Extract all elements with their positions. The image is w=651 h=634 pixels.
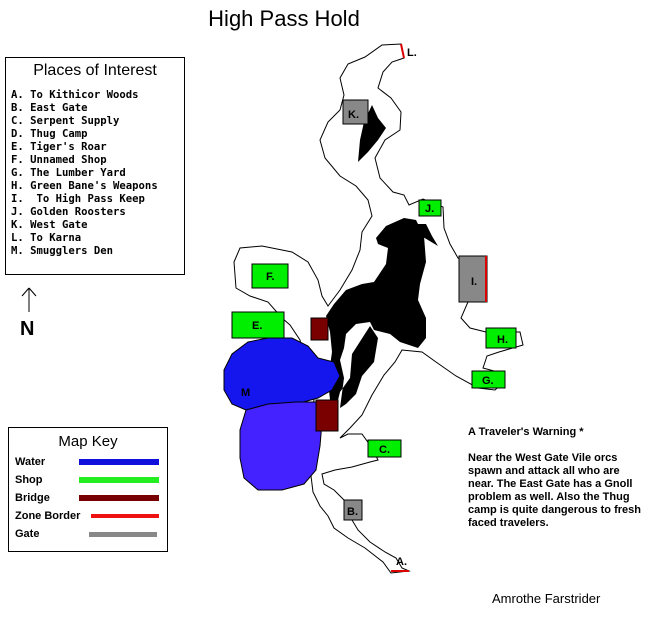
warning-title: A Traveler's Warning * xyxy=(468,426,584,438)
label-l: L. xyxy=(407,47,417,59)
shop-j[interactable] xyxy=(418,199,442,217)
rock-north xyxy=(358,105,386,162)
bridge-north xyxy=(310,317,329,341)
author-credit: Amrothe Farstrider xyxy=(492,591,601,606)
shop-c[interactable] xyxy=(367,439,402,458)
place-item: K. West Gate xyxy=(11,219,88,231)
label-c: C. xyxy=(379,444,390,456)
label-e: E. xyxy=(252,320,262,332)
label-j: J. xyxy=(425,203,434,215)
label-k: K. xyxy=(348,109,359,121)
places-heading: Places of Interest xyxy=(33,62,157,79)
place-item: J. Golden Roosters xyxy=(11,206,126,218)
place-item: D. Thug Camp xyxy=(11,128,88,140)
key-label-shop: Shop xyxy=(15,474,43,486)
shop-h[interactable] xyxy=(485,327,517,349)
place-item: B. East Gate xyxy=(11,102,88,114)
bridge-south xyxy=(315,399,339,432)
gate-k[interactable] xyxy=(342,99,369,125)
place-item: G. The Lumber Yard xyxy=(11,167,126,179)
key-swatch-shop xyxy=(79,477,159,483)
places-list: A. To Kithicor Woods B. East Gate C. Ser… xyxy=(11,89,184,258)
place-item: C. Serpent Supply xyxy=(11,115,120,127)
label-f: F. xyxy=(266,271,275,283)
shop-g[interactable] xyxy=(471,370,506,389)
label-g: G. xyxy=(482,375,494,387)
key-label-gate: Gate xyxy=(15,528,40,540)
key-label-bridge: Bridge xyxy=(15,492,50,504)
water-lower xyxy=(239,401,323,491)
label-m: M xyxy=(241,387,250,399)
key-label-zone-border: Zone Border xyxy=(15,510,81,522)
label-d: D. xyxy=(374,312,385,324)
zone-border-l[interactable] xyxy=(400,43,405,59)
place-item: A. To Kithicor Woods xyxy=(11,89,139,101)
places-of-interest-panel: Places of Interest A. To Kithicor Woods … xyxy=(5,57,185,275)
key-swatch-zone-border xyxy=(91,514,159,518)
map-key-panel: Map Key Water Shop Bridge Zone Border Ga… xyxy=(8,427,168,552)
place-item: E. Tiger's Roar xyxy=(11,141,107,153)
north-arrow-icon xyxy=(21,287,37,312)
map-title: High Pass Hold xyxy=(208,6,360,31)
place-item: F. Unnamed Shop xyxy=(11,154,107,166)
north-label: N xyxy=(20,318,35,340)
place-item: I. To High Pass Keep xyxy=(11,193,145,205)
shop-e[interactable] xyxy=(231,311,285,339)
water-upper xyxy=(223,337,341,411)
key-label-water: Water xyxy=(15,456,46,468)
place-item: L. To Karna xyxy=(11,232,82,244)
gate-b[interactable] xyxy=(343,499,363,521)
label-i: I. xyxy=(471,276,477,288)
key-swatch-gate xyxy=(89,532,157,537)
gate-i[interactable] xyxy=(458,255,488,303)
place-item: H. Green Bane's Weapons xyxy=(11,180,158,192)
label-a: A. xyxy=(396,556,407,568)
warning-body: Near the West Gate Vile orcs spawn and a… xyxy=(468,452,641,529)
rock-spur xyxy=(412,224,438,246)
key-swatch-bridge xyxy=(79,495,159,501)
key-swatch-water xyxy=(79,459,159,465)
label-b: B. xyxy=(347,506,358,518)
rock-center xyxy=(326,218,426,420)
place-item: M. Smugglers Den xyxy=(11,245,114,257)
label-h: H. xyxy=(497,334,508,346)
shop-f[interactable] xyxy=(251,263,289,289)
travelers-warning: A Traveler's Warning * Near the West Gat… xyxy=(468,426,648,530)
map-key-heading: Map Key xyxy=(58,433,118,450)
